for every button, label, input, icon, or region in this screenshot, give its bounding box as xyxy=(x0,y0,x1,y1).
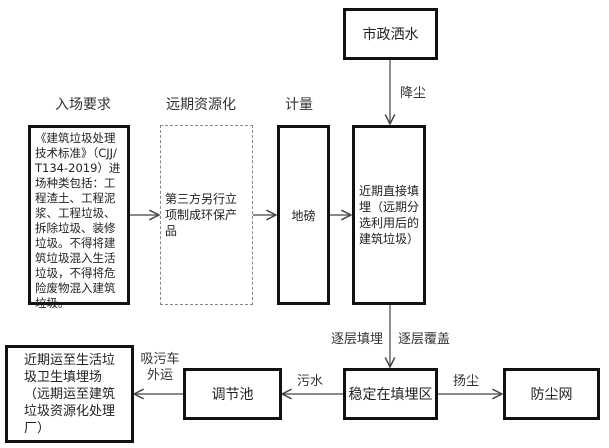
node-regulating-pool: 调节池 xyxy=(183,368,282,420)
node-municipal-sprinkling-label: 市政洒水 xyxy=(362,27,419,43)
header-metering: 计量 xyxy=(285,97,313,113)
edge-label-dust-raise: 扬尘 xyxy=(453,374,480,389)
edge-label-dust-suppression: 降尘 xyxy=(400,86,427,101)
node-weighbridge: 地磅 xyxy=(277,125,330,305)
header-long-term-resource: 远期资源化 xyxy=(166,97,236,113)
node-entry-standard-text: 《建筑垃圾处理技术标准》（CJJ/T134-2019）进场种类包括：工程渣土、工… xyxy=(35,131,121,310)
node-third-party-label: 第三方另行立项制成环保产品 xyxy=(165,192,238,238)
node-direct-landfill: 近期直接填埋（远期分选利用后的建筑垃圾） xyxy=(352,125,426,305)
header-entry-requirements: 入场要求 xyxy=(55,97,111,113)
node-stable-landfill: 稳定在填埋区 xyxy=(343,368,438,420)
node-regulating-pool-label: 调节池 xyxy=(211,387,254,403)
node-dust-net: 防尘网 xyxy=(503,368,600,420)
edge-label-layer-cover: 逐层覆盖 xyxy=(398,332,451,347)
node-domestic-landfill-label: 近期运至生活垃圾卫生填埋场（远期运至建筑垃圾资源化处理厂） xyxy=(24,352,116,436)
node-municipal-sprinkling: 市政洒水 xyxy=(343,8,438,60)
node-domestic-landfill: 近期运至生活垃圾卫生填埋场（远期运至建筑垃圾资源化处理厂） xyxy=(5,345,134,443)
node-third-party: 第三方另行立项制成环保产品 xyxy=(160,125,253,305)
node-entry-standard: 《建筑垃圾处理技术标准》（CJJ/T134-2019）进场种类包括：工程渣土、工… xyxy=(28,125,130,310)
edge-label-suction-truck: 吸污车外运 xyxy=(140,352,180,383)
edge-label-layer-fill: 逐层填埋 xyxy=(331,332,384,347)
node-stable-landfill-label: 稳定在填埋区 xyxy=(348,387,433,403)
node-direct-landfill-label: 近期直接填埋（远期分选利用后的建筑垃圾） xyxy=(359,184,420,246)
node-dust-net-label: 防尘网 xyxy=(530,387,573,403)
edge-label-sewage: 污水 xyxy=(297,374,324,389)
node-weighbridge-label: 地磅 xyxy=(291,208,316,223)
